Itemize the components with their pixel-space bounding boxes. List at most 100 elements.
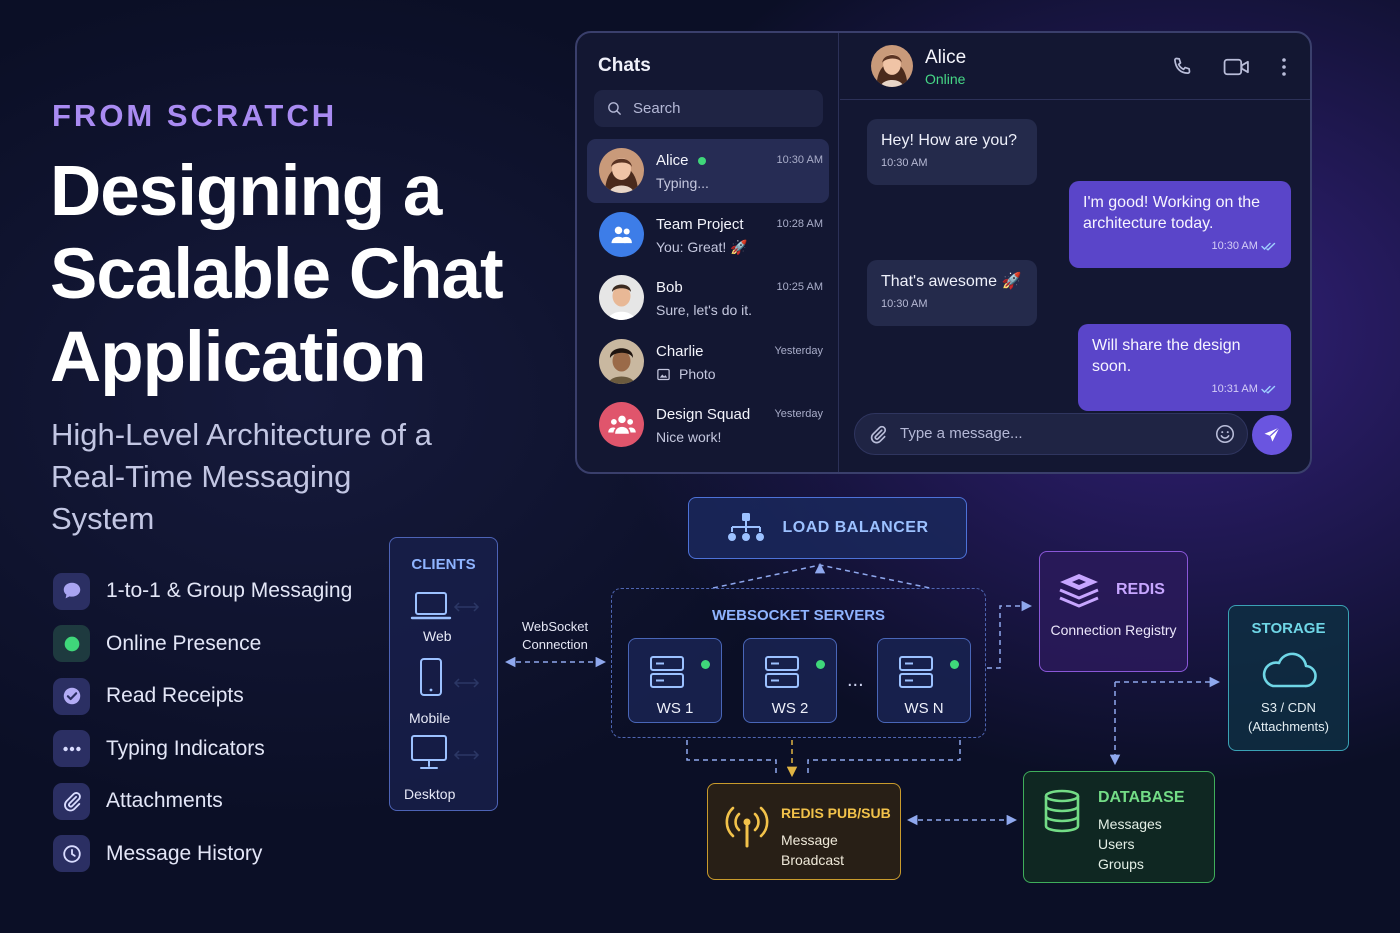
server-icon: [899, 656, 933, 688]
feature-label: Attachments: [106, 789, 223, 813]
eyebrow: FROM SCRATCH: [52, 98, 338, 133]
conversation-item-charlie[interactable]: Charlie Photo Yesterday: [587, 330, 829, 394]
chat-window: Chats Search Alice Typing... 10:30 AM Te…: [575, 31, 1312, 474]
paperclip-icon: [53, 782, 90, 820]
conversation-name: Design Squad: [656, 406, 751, 423]
feature-label: Read Receipts: [106, 684, 244, 708]
conversation-name: Team Project: [656, 216, 744, 233]
message-text: That's awesome 🚀: [881, 273, 1022, 290]
avatar: [599, 339, 644, 384]
conversation-preview: Sure, let's do it.: [656, 302, 753, 318]
conversation-time: 10:25 AM: [776, 281, 823, 293]
conversation-item-alice[interactable]: Alice Typing... 10:30 AM: [587, 139, 829, 203]
chat-main: Alice Online Hey! How are you? 10:30 AM …: [840, 33, 1310, 472]
feature-item: 1-to-1 & Group Messaging: [53, 565, 393, 618]
status-dot-icon: [701, 660, 710, 669]
more-options-icon[interactable]: [1270, 53, 1298, 81]
avatar[interactable]: [871, 45, 913, 87]
clients-box: CLIENTS Web Mobile Desktop: [389, 537, 498, 811]
feature-item: Read Receipts: [53, 670, 393, 723]
database-icon: [1044, 789, 1080, 833]
conversation-item-bob[interactable]: Bob Sure, let's do it. 10:25 AM: [587, 266, 829, 330]
feature-item: Message History: [53, 828, 393, 881]
laptop-icon: [410, 592, 452, 620]
conversation-item-design-squad[interactable]: Design Squad Nice work! Yesterday: [587, 393, 829, 457]
network-hierarchy-icon: [728, 513, 765, 541]
message-text: Will share the design soon.: [1092, 337, 1241, 375]
photo-icon: [657, 368, 670, 380]
phone-icon[interactable]: [1168, 53, 1196, 81]
websocket-servers-group: WEBSOCKET SERVERS WS 1 WS 2 ... WS N: [611, 588, 986, 738]
desktop-icon: [411, 735, 447, 769]
message-text: Hey! How are you?: [881, 132, 1018, 149]
server-icon: [765, 656, 799, 688]
websocket-servers-title: WEBSOCKET SERVERS: [711, 607, 886, 624]
pubsub-title: REDIS PUB/SUB: [781, 805, 891, 821]
ws-server-1: WS 1: [628, 638, 722, 723]
chat-header: Alice Online: [840, 33, 1310, 100]
conversation-preview: Photo: [656, 366, 716, 382]
clock-icon: [53, 835, 90, 873]
feature-label: Online Presence: [106, 631, 262, 655]
cloud-icon: [1262, 652, 1317, 688]
search-input[interactable]: Search: [594, 90, 823, 127]
load-balancer-box: LOAD BALANCER: [688, 497, 967, 559]
conversation-time: Yesterday: [774, 345, 823, 357]
chats-title: Chats: [598, 55, 651, 76]
check-circle-icon: [53, 677, 90, 715]
conversation-preview: You: Great! 🚀: [656, 239, 748, 255]
database-title: DATABASE: [1098, 789, 1185, 806]
message-incoming: Hey! How are you? 10:30 AM: [867, 119, 1037, 185]
ws-server-2: WS 2: [743, 638, 837, 723]
paperclip-icon[interactable]: [868, 424, 888, 444]
conversation-preview: Nice work!: [656, 429, 722, 445]
mobile-icon: [420, 658, 442, 696]
feature-label: Typing Indicators: [106, 736, 265, 760]
contact-name: Alice: [925, 47, 967, 68]
online-dot-icon: [53, 625, 90, 663]
avatar: [599, 148, 644, 193]
message-time: 10:30 AM: [881, 157, 928, 169]
message-incoming: That's awesome 🚀 10:30 AM: [867, 260, 1037, 326]
database-box: DATABASE Messages Users Groups: [1023, 771, 1215, 883]
video-call-icon[interactable]: [1222, 53, 1250, 81]
ellipsis-icon: [53, 730, 90, 768]
conversation-item-team-project[interactable]: Team Project You: Great! 🚀 10:28 AM: [587, 203, 829, 267]
storage-box: STORAGE S3 / CDN (Attachments): [1228, 605, 1349, 751]
feature-item: Typing Indicators: [53, 723, 393, 776]
conversation-name: Charlie: [656, 343, 704, 360]
feature-label: Message History: [106, 841, 263, 865]
pubsub-description: Message Broadcast: [781, 832, 845, 868]
send-button[interactable]: [1252, 415, 1292, 455]
redis-pubsub-box: REDIS PUB/SUB Message Broadcast: [707, 783, 901, 880]
more-servers-ellipsis: ...: [847, 669, 864, 691]
message-outgoing: Will share the design soon. 10:31 AM: [1078, 324, 1291, 411]
websocket-connection-label: WebSocket Connection: [521, 619, 589, 652]
layers-icon: [1059, 574, 1099, 608]
message-input[interactable]: Type a message...: [854, 413, 1248, 455]
conversation-time: 10:30 AM: [776, 154, 823, 166]
storage-title: STORAGE: [1251, 620, 1326, 637]
server-icon: [650, 656, 684, 688]
storage-description: S3 / CDN (Attachments): [1248, 700, 1329, 734]
status-dot-icon: [950, 660, 959, 669]
broadcast-icon: [725, 806, 769, 848]
message-placeholder: Type a message...: [900, 425, 1023, 442]
clients-title: CLIENTS: [411, 556, 476, 573]
redis-description: Connection Registry: [1050, 622, 1177, 638]
conversation-time: Yesterday: [774, 408, 823, 420]
hero-subtitle: High-Level Architecture of a Real-Time M…: [51, 417, 432, 536]
database-items: Messages Users Groups: [1098, 816, 1162, 872]
group-icon: [599, 402, 644, 447]
search-icon: [608, 102, 621, 115]
redis-title: REDIS: [1116, 581, 1165, 598]
group-icon: [599, 212, 644, 257]
hero-title: Designing a Scalable Chat Application: [50, 152, 504, 397]
redis-box: REDIS Connection Registry: [1039, 551, 1188, 672]
status-dot-icon: [816, 660, 825, 669]
conversation-preview: Typing...: [656, 175, 709, 191]
emoji-icon[interactable]: [1214, 423, 1236, 445]
chat-bubble-icon: [53, 572, 90, 610]
load-balancer-title: LOAD BALANCER: [782, 519, 929, 536]
